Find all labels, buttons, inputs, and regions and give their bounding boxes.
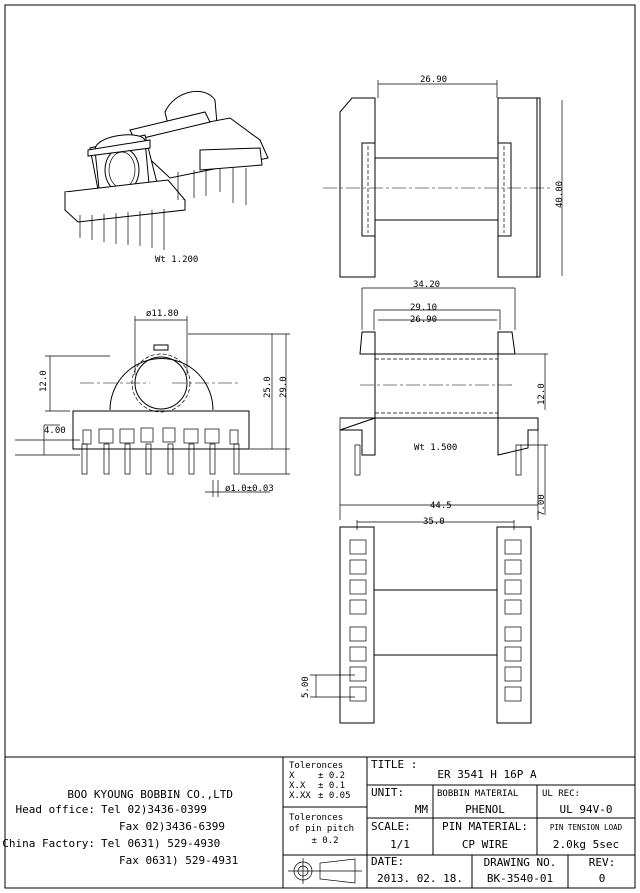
dim-row-spacing: 35.0: [423, 517, 445, 527]
head-office-tel: Tel 02)3436-0399: [101, 803, 207, 816]
side-view: 34.20 29.10 26.90 12.0 Wt 1.500 44.5 7.0…: [339, 280, 548, 520]
tolerances-heading: Toleronces: [289, 761, 343, 771]
bottom-view: 35.0 5.00: [301, 517, 532, 724]
dim-top-winding-width: 26.90: [420, 75, 447, 85]
dim-body-height: 25.0: [263, 376, 273, 398]
side-weight-label: Wt 1.500: [414, 443, 457, 453]
tolerance-key: X.XX: [289, 791, 311, 801]
iso-weight-label: Wt 1.200: [155, 255, 198, 265]
china-factory-fax: Fax 0631) 529-4931: [119, 854, 238, 867]
top-view: 26.90 40.00: [323, 75, 565, 278]
pin-material-value: CP WIRE: [462, 838, 508, 851]
dim-base-width: 44.5: [430, 501, 452, 511]
tolerance-key: X: [289, 771, 295, 781]
pitch-tolerance-heading-1: Toleronces: [289, 813, 343, 823]
ul-rec-value: UL 94V-0: [560, 803, 613, 816]
bobbin-material-value: PHENOL: [465, 803, 505, 816]
dim-pin-pitch: 5.00: [301, 676, 311, 698]
date-value: 2013. 02. 18.: [377, 872, 463, 885]
pin-tension-value: 2.0kg 5sec: [553, 838, 619, 851]
dim-pin-length: 4.00: [44, 426, 66, 436]
front-view: ø11.80 12.0 25.0 29.0 4.00 ø1.0±0.03: [15, 309, 290, 497]
dim-bore-diameter: ø11.80: [146, 309, 179, 319]
dim-side-center-height: 12.0: [537, 383, 547, 405]
dim-outer-width: 29.10: [410, 303, 437, 313]
scale-label: SCALE:: [371, 820, 411, 833]
rev-label: REV:: [589, 856, 616, 869]
dim-center-height: 12.0: [39, 370, 49, 392]
pitch-tolerance-heading-2: of pin pitch: [289, 824, 354, 834]
title-value: ER 3541 H 16P A: [437, 768, 537, 781]
tolerance-key: X.X: [289, 781, 306, 791]
title-label: TITLE :: [371, 758, 417, 771]
china-factory-tel: Tel 0631) 529-4930: [101, 837, 220, 850]
date-label: DATE:: [371, 855, 404, 868]
pin-material-label: PIN MATERIAL:: [442, 820, 528, 833]
dim-side-pin-length: 7.00: [537, 494, 547, 516]
drawing-no-value: BK-3540-01: [487, 872, 553, 885]
projection-symbol-icon: [288, 858, 362, 884]
company-name: BOO KYOUNG BOBBIN CO.,LTD: [67, 788, 233, 801]
head-office-label: Head office:: [16, 803, 95, 816]
isometric-view: Wt 1.200: [64, 91, 269, 265]
pitch-tolerance-value: ± 0.2: [311, 836, 338, 846]
dim-pin-diameter: ø1.0±0.03: [225, 484, 274, 494]
dim-flange-span: 34.20: [413, 280, 440, 290]
rev-value: 0: [599, 872, 606, 885]
unit-label: UNIT:: [371, 786, 404, 799]
drawing-no-label: DRAWING NO.: [484, 856, 557, 869]
unit-value: MM: [415, 803, 429, 816]
dim-side-winding-width: 26.90: [410, 315, 437, 325]
tolerance-value: ± 0.1: [318, 781, 345, 791]
bobbin-material-label: BOBBIN MATERIAL: [437, 789, 518, 799]
china-factory-label: China Factory:: [2, 837, 95, 850]
tolerance-value: ± 0.05: [318, 791, 351, 801]
tolerance-value: ± 0.2: [318, 771, 345, 781]
ul-rec-label: UL REC:: [542, 789, 580, 799]
drawing-frame: [4, 4, 636, 889]
pin-tension-label: PIN TENSION LOAD: [550, 823, 623, 832]
dim-total-height: 29.0: [279, 376, 289, 398]
title-block: BOO KYOUNG BOBBIN CO.,LTD Head office: T…: [2, 756, 635, 888]
scale-value: 1/1: [390, 838, 410, 851]
dim-overall-depth: 40.00: [555, 181, 565, 208]
head-office-fax: Fax 02)3436-6399: [119, 820, 225, 833]
